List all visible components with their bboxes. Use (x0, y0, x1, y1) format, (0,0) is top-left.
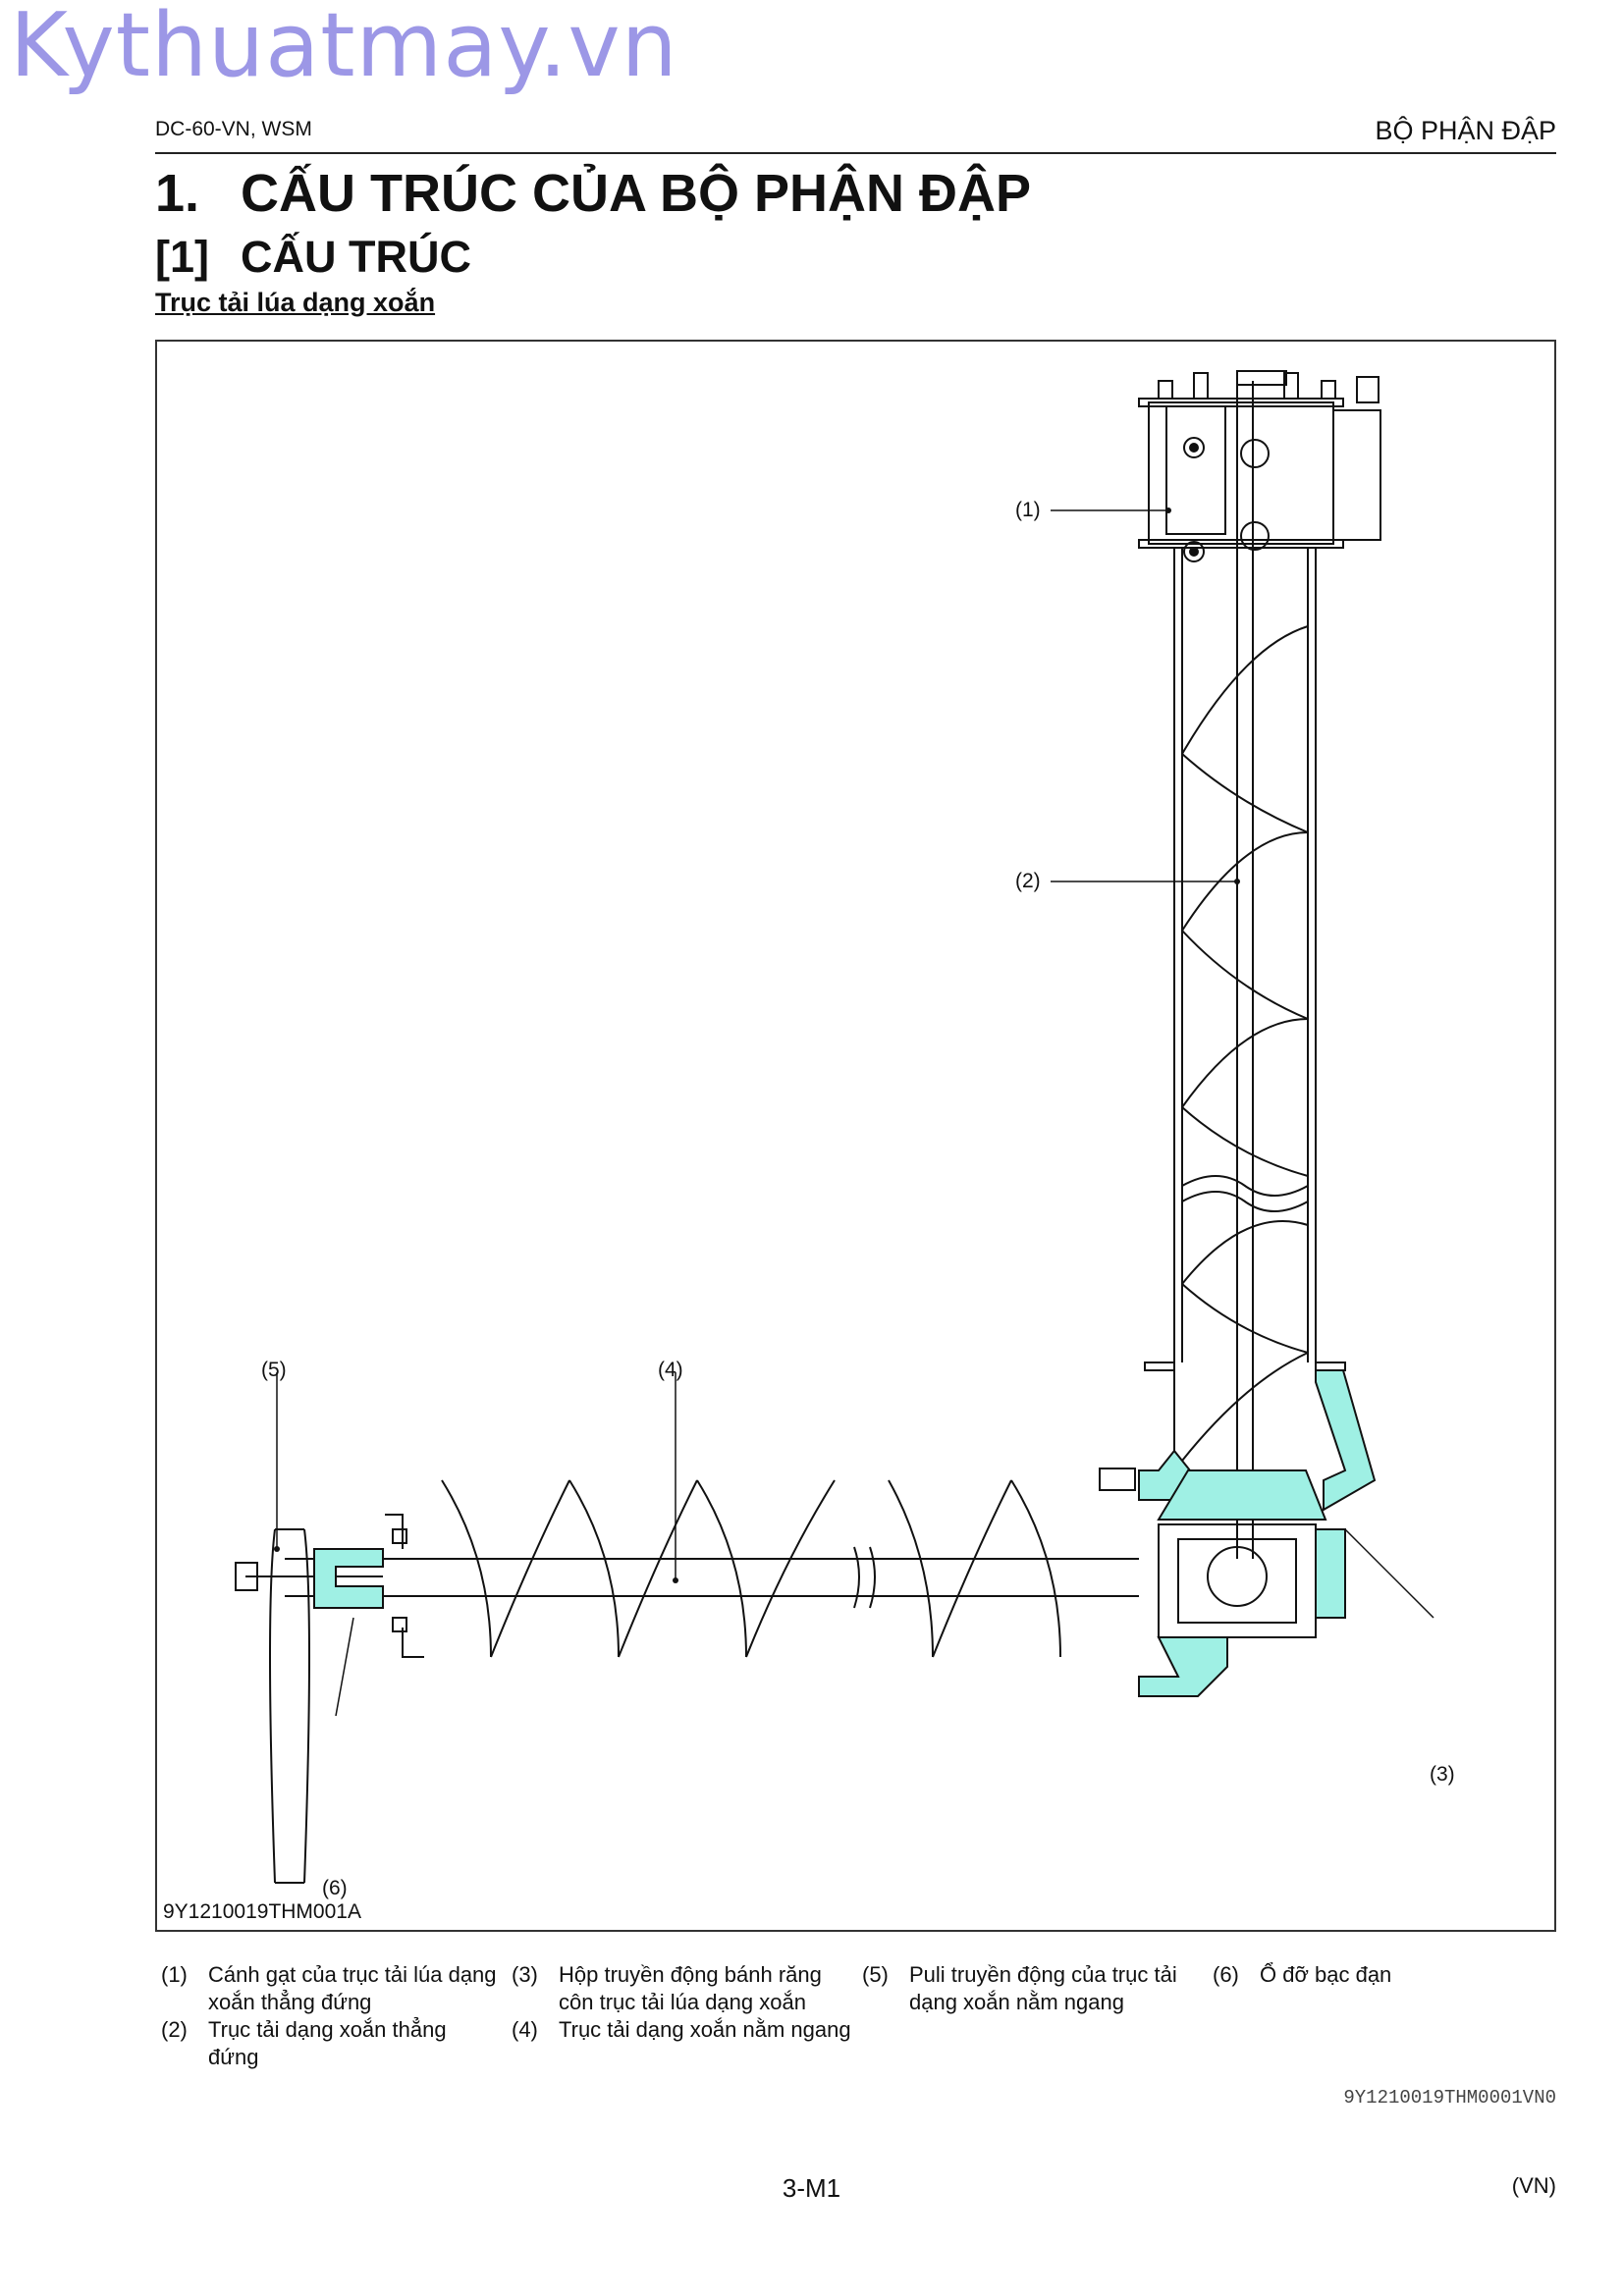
legend-text: Cánh gạt của trục tải lúa dạng xoắn thẳn… (208, 1962, 497, 2014)
auger-diagram: (1) (2) (3) (4) (5) (6) 9Y1210019THM001A (155, 340, 1556, 1932)
subsection-title: CẤU TRÚC (241, 232, 471, 282)
gearbox-base (1138, 1636, 1228, 1697)
header-divider (155, 152, 1556, 154)
gearbox-side (1315, 1528, 1346, 1619)
language-code: (VN) (1511, 2173, 1556, 2198)
legend-num: (4) (512, 2017, 538, 2042)
page-number: 3-M1 (782, 2173, 841, 2203)
legend-num: (2) (161, 2017, 188, 2042)
legend-num: (1) (161, 1962, 188, 1987)
header-model: DC-60-VN, WSM (155, 118, 312, 140)
subsection-number: [1] (155, 232, 209, 282)
legend-text: Puli truyền động của trục tải dạng xoắn … (909, 1962, 1177, 2014)
callout-3: (3) (1430, 1763, 1455, 1786)
section-title: CẤU TRÚC CỦA BỘ PHẬN ĐẬP (241, 164, 1031, 223)
subsection-heading: [1] CẤU TRÚC (155, 232, 471, 283)
legend-text: Hộp truyền động bánh răng côn trục tải l… (559, 1962, 822, 2014)
sweep-paddle (1165, 405, 1226, 535)
document-reference: 9Y1210019THM0001VN0 (1343, 2087, 1556, 2109)
legend-num: (3) (512, 1962, 538, 1987)
section-heading: 1. CẤU TRÚC CỦA BỘ PHẬN ĐẬP (155, 163, 1031, 224)
top-housing (1148, 401, 1334, 545)
header-section: BỘ PHẬN ĐẬP (1375, 116, 1556, 145)
auger-drawing (235, 370, 1434, 1884)
figure-subtitle: Trục tải lúa dạng xoắn (155, 288, 436, 317)
leader-3 (1344, 1528, 1434, 1619)
legend-num: (6) (1213, 1962, 1239, 1987)
leader-6 (335, 1617, 354, 1717)
callout-4: (4) (658, 1359, 683, 1381)
legend-text: Ổ đỡ bạc đạn (1260, 1962, 1392, 1987)
section-number: 1. (155, 164, 200, 223)
gearbox-top (1157, 1469, 1327, 1521)
legend-text: Trục tải dạng xoắn nằm ngang (559, 2017, 851, 2042)
watermark: Kythuatmay.vn (10, 0, 678, 97)
figure-code: 9Y1210019THM001A (163, 1900, 361, 1923)
callout-2: (2) (1015, 870, 1041, 892)
callout-6: (6) (322, 1877, 348, 1899)
callout-1: (1) (1015, 499, 1041, 521)
legend-text: Trục tải dạng xoắn thẳng đứng (208, 2017, 447, 2069)
left-hopper-plate (1138, 1370, 1200, 1501)
right-hopper-plate (1315, 1369, 1377, 1512)
callout-5: (5) (261, 1359, 287, 1381)
top-housing-side (1332, 409, 1381, 541)
bearing-holder (313, 1548, 384, 1609)
legend-num: (5) (862, 1962, 889, 1987)
